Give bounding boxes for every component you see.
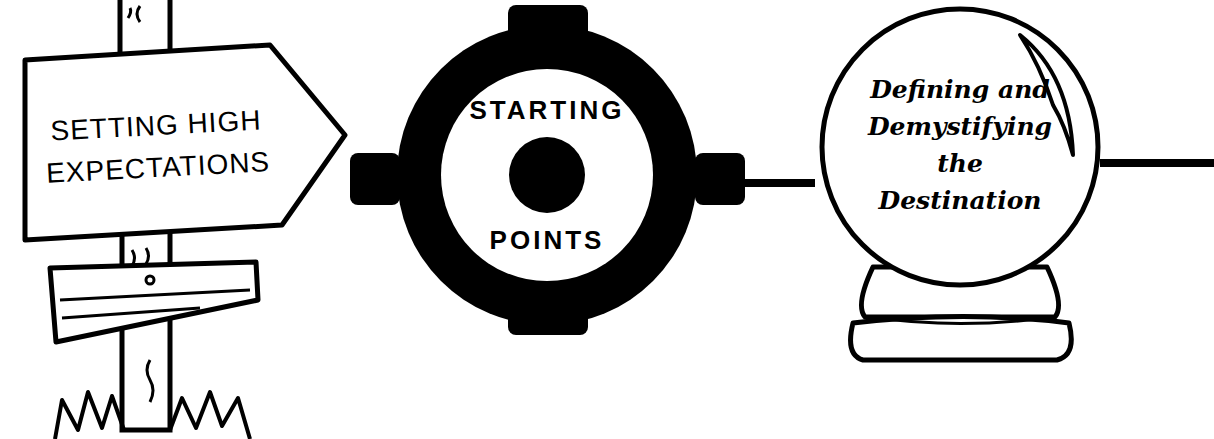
nail (146, 276, 154, 284)
text-area: STARTING POINTS (437, 45, 657, 305)
text-area: Defining and Demystifying the Destinatio… (830, 30, 1090, 260)
crystal-ball: Defining and Demystifying the Destinatio… (815, 5, 1105, 365)
crystal-ball-outline (815, 5, 1105, 365)
post-bottom (122, 230, 170, 430)
connector-line (745, 179, 815, 187)
target-ring-outline (350, 5, 745, 335)
post-top (120, 0, 170, 55)
grass (55, 392, 250, 439)
ball-text: Defining and Demystifying the Destinatio… (868, 71, 1052, 219)
sign-text: SETTING HIGH EXPECTATIONS (43, 99, 271, 195)
blank-board (50, 262, 258, 342)
text-area: SETTING HIGH EXPECTATIONS (25, 62, 290, 232)
path-line (1100, 159, 1214, 167)
arrow-sign: SETTING HIGH EXPECTATIONS (20, 40, 350, 245)
target-ring: STARTING POINTS (350, 5, 745, 335)
board-grain (60, 290, 250, 318)
wood-grain (128, 6, 140, 22)
ring-text: STARTING POINTS (470, 45, 625, 305)
